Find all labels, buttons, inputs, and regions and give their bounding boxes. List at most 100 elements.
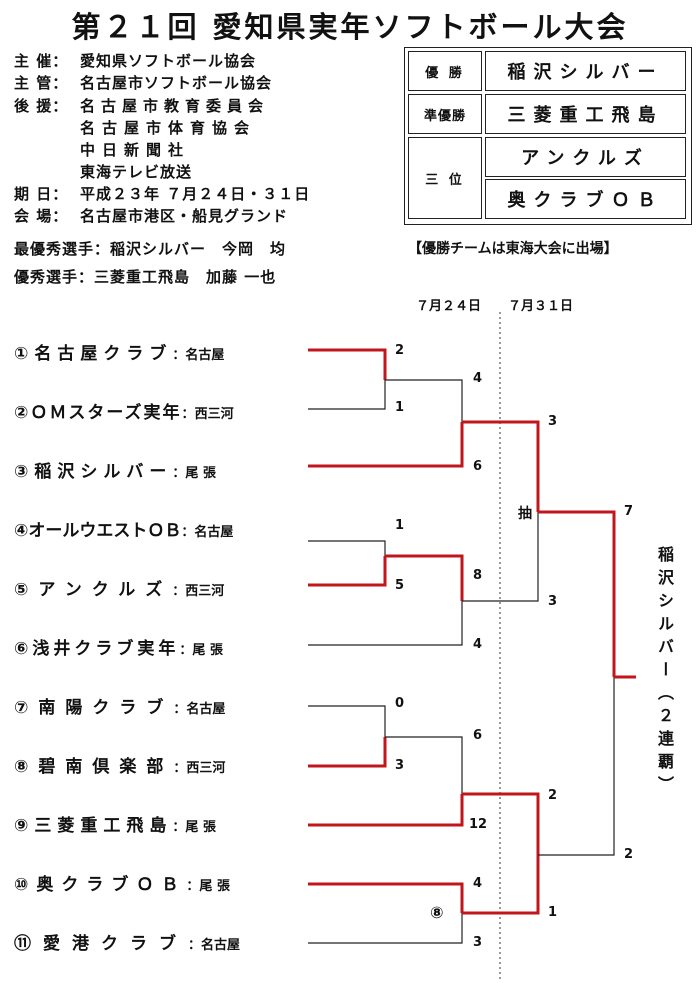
team-row: ⑨三菱重工飛島：尾 張 (14, 811, 216, 836)
team-region-separator: ： (173, 761, 187, 776)
info-label: 会 場： (14, 207, 69, 225)
info-label: 後 援： (14, 97, 69, 115)
bracket-line-team9 (308, 794, 464, 827)
date-round1: ７月２４日 (416, 299, 482, 314)
lottery-mark: 抽 (518, 503, 532, 523)
info-value: 中日新聞社 (80, 141, 191, 159)
bracket-line-team5 (308, 556, 387, 587)
score-r2c-bottom: 12 (469, 817, 488, 832)
info-row-support-3: 中日新聞社 (14, 139, 190, 160)
team-region-separator: ： (172, 820, 186, 835)
team-region: 尾 張 (185, 820, 216, 835)
score-sf1-bottom: 3 (548, 594, 558, 609)
info-label: 期 日： (14, 185, 69, 203)
bracket-line-final-bottom (538, 677, 615, 856)
bracket-line-r2c-top (385, 736, 463, 794)
third-place-name-2: 奥クラブＯＢ (485, 179, 686, 219)
team-region: 名古屋 (186, 702, 226, 717)
info-row-venue: 会 場： 名古屋市港区・船見グランド (14, 205, 288, 226)
bracket-line-r2a-top (385, 379, 463, 422)
score-g4-top: 4 (473, 876, 483, 891)
score-r2a-top: 4 (473, 371, 483, 386)
score-r2b-bottom: 4 (473, 637, 483, 652)
team-row: ⑪愛港クラブ：名古屋 (14, 929, 240, 954)
bracket-line-team4 (308, 540, 386, 556)
score-g1-bottom: 1 (395, 400, 405, 415)
info-value: 名古屋市教育委員会 (80, 97, 270, 115)
team-region-separator: ： (179, 643, 193, 658)
team-region: 尾 張 (199, 879, 230, 894)
team-region-separator: ： (172, 348, 186, 363)
bracket-line-sf2-bottom (462, 855, 540, 915)
info-label: 主 管： (14, 74, 69, 92)
bracket-line-sf2-top (462, 792, 540, 855)
bracket-line-team7 (308, 705, 386, 737)
team-name: ④オールウエストＯＢ (14, 521, 182, 541)
team-region: 名古屋 (194, 525, 234, 540)
score-sf1-top: 3 (548, 414, 558, 429)
bracket-line-sf1-top (462, 420, 540, 512)
bracket-line-team2 (308, 380, 386, 410)
team-name: ⑦南陽クラブ (14, 698, 174, 718)
team-name: ⑩奥クラブＯＢ (14, 875, 187, 895)
info-row-manager: 主 管： 名古屋市ソフトボール協会 (14, 72, 272, 93)
bracket-line-team10 (308, 882, 464, 913)
team-region: 尾 張 (192, 643, 223, 658)
winner-label: 優 勝 (408, 51, 482, 91)
winner-name: 稲沢シルバー (485, 51, 686, 91)
runner-up-label: 準優勝 (408, 94, 482, 134)
score-sf2-bottom: 1 (548, 905, 558, 920)
team-row: ⑤アンクルズ：西三河 (14, 575, 224, 600)
team-row: ⑦南陽クラブ：名古屋 (14, 693, 225, 718)
info-value: 名古屋市ソフトボール協会 (80, 74, 273, 92)
team-row: ⑧碧南倶楽部：西三河 (14, 752, 225, 777)
score-r2b-top: 8 (473, 568, 483, 583)
team-row: ⑥浅井クラブ実年：尾 張 (14, 634, 223, 659)
info-label: 主 催： (14, 52, 69, 70)
info-row-support-4: 東海テレビ放送 (14, 161, 192, 182)
team-region-separator: ： (172, 466, 186, 481)
info-value: 平成２３年 ７月２４日・３１日 (80, 185, 311, 203)
team-region-separator: ： (172, 584, 186, 599)
third-place-label: 三 位 (408, 137, 482, 219)
bracket-line-final-top (538, 510, 616, 677)
team-region-separator: ： (181, 407, 195, 422)
team-region: 西三河 (186, 761, 226, 776)
bracket-line-team11 (308, 913, 463, 944)
score-final-bottom: 2 (624, 847, 634, 862)
team-region: 名古屋 (185, 348, 225, 363)
team-name: ⑤アンクルズ (14, 580, 173, 600)
team-region: 尾 張 (185, 466, 216, 481)
team-region: 名古屋 (201, 938, 241, 953)
bracket-line-sf1-bottom (462, 512, 539, 602)
info-row-support-2: 名古屋市体育協会 (14, 117, 256, 138)
team-name: ②ＯＭスターズ実年 (14, 403, 182, 423)
score-g2-top: 1 (395, 518, 405, 533)
mvp-text: 最優秀選手：稲沢シルバー 今岡 均 (14, 240, 287, 258)
team-name: ③稲沢シルバー (14, 462, 173, 482)
info-value: 愛知県ソフトボール協会 (80, 52, 257, 70)
team-row: ①名古屋クラブ：名古屋 (14, 339, 224, 364)
team-region-separator: ： (188, 938, 202, 953)
info-value: 東海テレビ放送 (80, 163, 193, 181)
team-region-separator: ： (186, 879, 200, 894)
team-region-separator: ： (181, 525, 195, 540)
team-region: 西三河 (194, 407, 234, 422)
info-value: 名古屋市港区・船見グランド (80, 207, 289, 225)
results-table: 優 勝 稲沢シルバー 準優勝 三菱重工飛島 三 位 アンクルズ 奥クラブＯＢ (404, 47, 692, 225)
score-g2-bottom: 5 (395, 578, 405, 593)
date-round2: ７月３１日 (508, 299, 574, 314)
team-name: ①名古屋クラブ (14, 344, 173, 364)
outstanding-player-text: 優秀選手：三菱重工飛島 加藤 一也 (14, 268, 277, 286)
bracket-line-team3 (308, 422, 464, 468)
team-name: ⑪愛港クラブ (14, 934, 188, 954)
bracket-line-r2b-top (385, 554, 464, 601)
team-row: ④オールウエストＯＢ：名古屋 (14, 516, 233, 541)
score-g4-bottom: 3 (473, 935, 483, 950)
team-row: ③稲沢シルバー：尾 張 (14, 457, 216, 482)
info-value: 名古屋市体育協会 (80, 119, 257, 137)
runner-up-name: 三菱重工飛島 (485, 94, 686, 134)
bracket-line-team1 (308, 348, 387, 380)
champion-label: 稲沢シルバー（２連覇） (655, 546, 674, 799)
